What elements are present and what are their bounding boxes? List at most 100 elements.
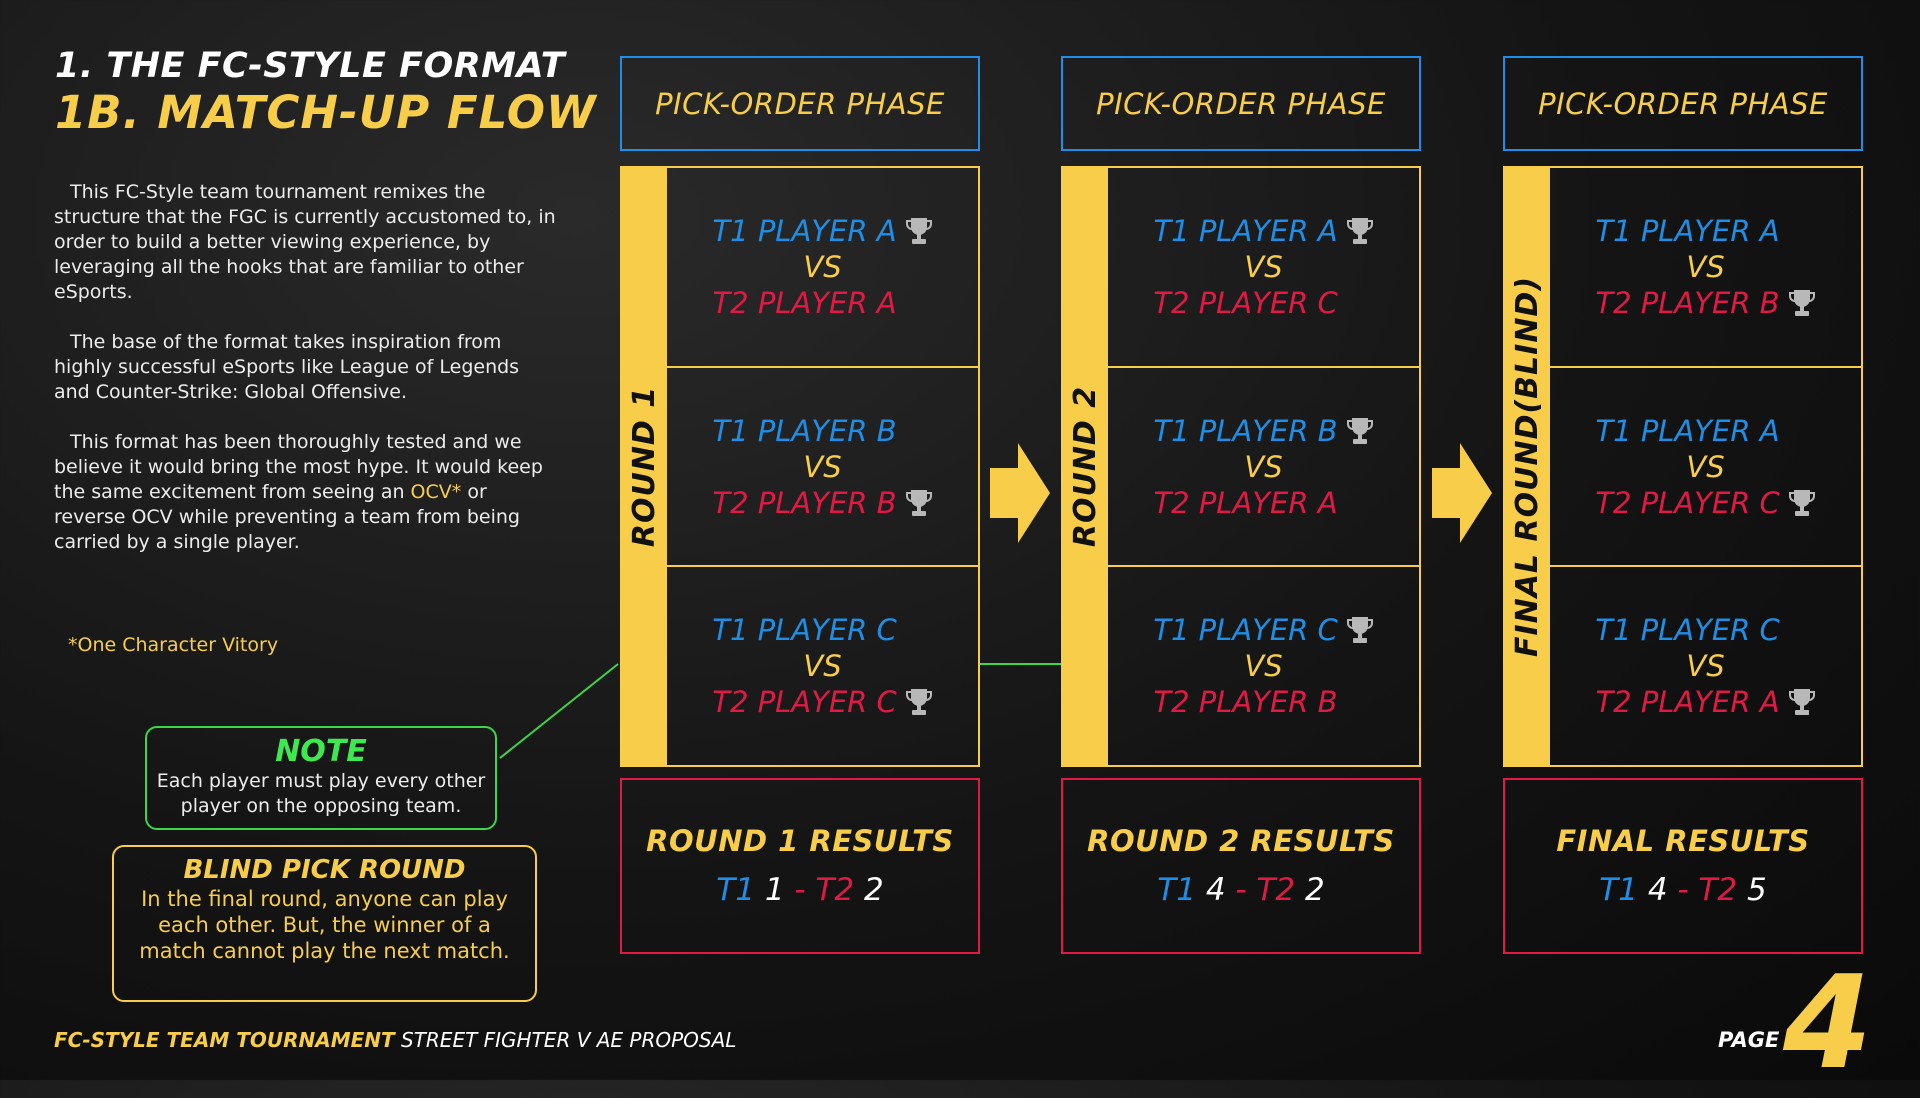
footnote: *One Character Vitory [68,634,279,656]
team2-player: T2 PLAYER A [1595,685,1780,720]
team1-player: T1 PLAYER B [1153,413,1338,448]
team1-player: T1 PLAYER B [712,413,897,448]
team1-player: T1 PLAYER A [712,213,897,248]
trophy-icon [1788,488,1816,518]
score-team2-value: 5 [1746,872,1767,908]
score-team1-label: T1 [716,872,755,908]
intro-p3-before: This format has been thoroughly tested a… [54,431,543,503]
arrow-right-icon [1432,443,1492,543]
results-score: T1 4 - T2 5 [1599,872,1766,908]
vs-label: VS [1686,249,1725,284]
vs-label: VS [1244,449,1283,484]
score-dash: - [1235,872,1247,908]
intro-paragraph-2: The base of the format takes inspiration… [54,331,520,403]
intro-p3-after: or reverse OCV while preventing a team f… [54,481,520,553]
note-title: NOTE [275,734,367,769]
page-label: PAGE [1718,1028,1780,1052]
score-team2-label: T2 [1698,872,1738,908]
footer-text: FC-STYLE TEAM TOURNAMENT STREET FIGHTER … [54,1028,736,1052]
round-bar: ROUND 2 [1063,168,1108,765]
blind-pick-box: BLIND PICK ROUND In the final round, any… [112,845,537,1002]
score-team1-value: 4 [1205,872,1226,908]
score-team2-label: T2 [1256,872,1296,908]
blind-pick-title: BLIND PICK ROUND [183,855,466,885]
page-title: 1. THE FC-STYLE FORMAT [55,46,566,86]
trophy-icon [905,216,933,246]
trophy-icon [1788,288,1816,318]
results-box: ROUND 1 RESULTS T1 1 - T2 2 [620,778,980,954]
team2-player: T2 PLAYER C [712,685,897,720]
trophy-icon [1346,416,1374,446]
note-connector-line [499,663,619,759]
vs-label: VS [803,649,842,684]
score-dash: - [794,872,806,908]
trophy-icon [1346,216,1374,246]
vs-label: VS [1244,649,1283,684]
team2-player: T2 PLAYER B [1595,285,1780,320]
results-title: ROUND 1 RESULTS [646,824,954,858]
intro-paragraph-3: This format has been thoroughly tested a… [54,430,559,555]
phase-header: PICK-ORDER PHASE [1061,56,1421,151]
team1-player: T1 PLAYER A [1153,213,1338,248]
team1-player: T1 PLAYER A [1595,413,1780,448]
footer-bold: FC-STYLE TEAM TOURNAMENT [54,1028,395,1052]
results-score: T1 1 - T2 2 [716,872,883,908]
score-team1-value: 4 [1647,872,1668,908]
vs-label: VS [803,249,842,284]
ocv-highlight: OCV* [410,481,462,503]
trophy-icon [1346,615,1374,645]
score-team2-label: T2 [815,872,855,908]
vs-label: VS [803,449,842,484]
vs-label: VS [1244,249,1283,284]
round-label: FINAL ROUND(BLIND) [1510,275,1545,658]
score-team2-value: 2 [863,872,884,908]
team2-player: T2 PLAYER B [712,485,897,520]
note-box: NOTE Each player must play every other p… [145,726,497,830]
score-dash: - [1677,872,1689,908]
intro-paragraph-1: This FC-Style team tournament remixes th… [54,181,556,303]
score-team1-value: 1 [764,872,785,908]
trophy-icon [1788,687,1816,717]
trophy-icon [905,687,933,717]
trophy-icon [905,488,933,518]
team1-player: T1 PLAYER C [1153,613,1338,648]
results-score: T1 4 - T2 2 [1157,872,1324,908]
score-team1-label: T1 [1157,872,1196,908]
phase-header: PICK-ORDER PHASE [620,56,980,151]
footer-rest: STREET FIGHTER V AE PROPOSAL [394,1028,737,1052]
note-text: Each player must play every other player… [156,770,486,817]
team2-player: T2 PLAYER B [1153,685,1338,720]
team1-player: T1 PLAYER A [1595,213,1780,248]
team2-player: T2 PLAYER A [712,285,897,320]
team2-player: T2 PLAYER C [1595,485,1780,520]
page-number: 4 [1783,949,1873,1098]
score-team1-label: T1 [1599,872,1638,908]
arrow-right-icon [990,443,1050,543]
page-subtitle: 1B. MATCH-UP FLOW [55,86,597,139]
round-bar: FINAL ROUND(BLIND) [1505,168,1550,765]
round-label: ROUND 2 [1068,385,1104,548]
team2-player: T2 PLAYER A [1153,485,1338,520]
intro-text: This FC-Style team tournament remixes th… [54,180,559,580]
vs-label: VS [1686,449,1725,484]
team1-player: T1 PLAYER C [712,613,897,648]
score-team2-value: 2 [1304,872,1325,908]
blind-pick-text: In the final round, anyone can play each… [139,887,510,963]
